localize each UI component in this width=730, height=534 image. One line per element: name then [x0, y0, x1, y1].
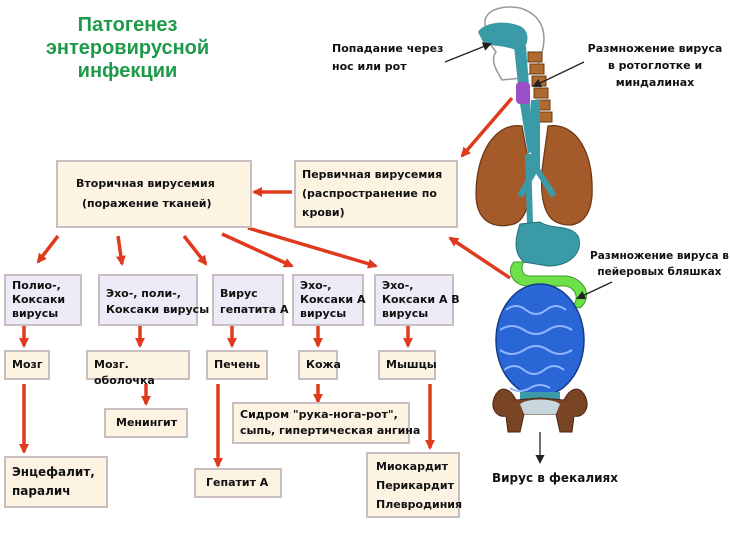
virus-box-echo-coxsackie-a: Эхо-, Коксаки А вирусы — [292, 274, 365, 326]
secondary-viremia-box: Вторичная вирусемия (поражение тканей) — [56, 160, 252, 228]
arrow-secondary-to-v3 — [182, 234, 208, 266]
primary-viremia-box: Первичная вирусемия (распространение по … — [294, 160, 458, 228]
outcome-box-meningitis: Менингит — [104, 408, 188, 438]
throat-arrow — [532, 61, 585, 88]
esophagus — [525, 153, 533, 225]
organ-box-meninges: Мозг. оболочка — [86, 350, 190, 387]
organ-box-muscles: Мышцы — [378, 350, 437, 380]
outcome-box-syndrome: Сидром "рука-нога-рот", сыпь, гипертичес… — [232, 402, 420, 444]
entry-label: Попадание через нос или рот — [332, 42, 444, 73]
virus-box-hepatitis: Вирус гепатита А — [212, 274, 288, 326]
arrow-secondary-to-v2 — [115, 235, 126, 266]
virus-box-echo-poly: Эхо-, поли-, Коксаки вирусы — [98, 274, 209, 326]
entry-arrow — [444, 42, 492, 63]
throat-label: Размножение вируса в ротоглотке и миндал… — [587, 42, 723, 89]
lung-right — [540, 125, 593, 226]
virus-box-echo-coxsackie-ab: Эхо-, Коксаки А В вирусы — [374, 274, 460, 326]
peyer-label: Размножение вируса в пейеровых бляшках — [590, 250, 729, 278]
pelvis-inner — [520, 399, 560, 414]
diagram-title: Патогенез энтеровирусной инфекции — [20, 14, 235, 83]
organ-box-brain: Мозг — [4, 350, 50, 380]
arrow-peyer-to-primary — [448, 236, 511, 280]
outcome-box-encephalitis: Энцефалит, паралич — [4, 456, 108, 508]
stomach-shape — [515, 221, 580, 267]
organ-box-skin: Кожа — [298, 350, 341, 380]
arrow-secondary-to-v4 — [221, 232, 294, 268]
organ-box-liver: Печень — [206, 350, 268, 380]
peyer-arrow — [576, 281, 613, 300]
outcome-box-heart: Миокардит Перикардит Плевродиния — [366, 452, 462, 518]
title-line: Патогенез — [77, 14, 178, 36]
lung-left — [475, 125, 531, 227]
virus-box-polio: Полио-, Коксаки вирусы — [4, 274, 82, 326]
arrow-secondary-to-v1 — [36, 234, 60, 264]
title-line: инфекции — [77, 60, 178, 82]
human-anatomy-icon — [475, 6, 593, 433]
intestines-shape — [495, 283, 585, 402]
feces-label: Вирус в фекалиях — [492, 471, 618, 485]
title-line: энтеровирусной — [45, 37, 210, 59]
arrow-secondary-to-v5 — [247, 226, 378, 269]
outcome-box-hepatitis: Гепатит А — [194, 468, 282, 498]
arrow-throat-to-primary — [460, 96, 514, 158]
tonsil-shape — [516, 82, 530, 104]
trachea — [531, 100, 540, 170]
